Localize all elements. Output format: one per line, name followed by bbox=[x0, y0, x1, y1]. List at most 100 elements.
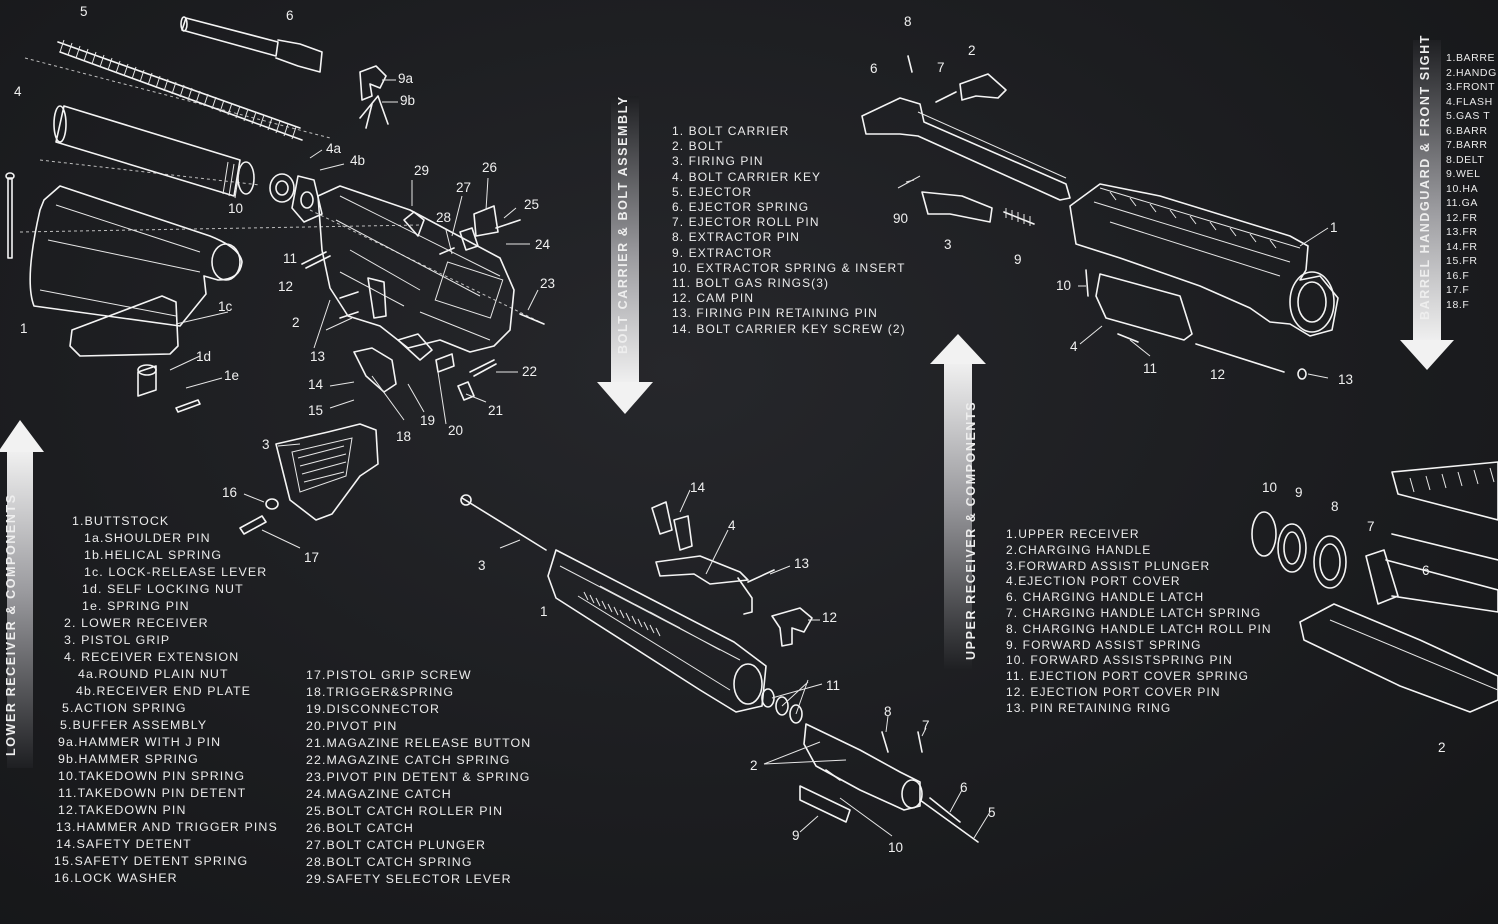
callout-number: 1 bbox=[540, 604, 548, 619]
parts-list-item: 9.WEL bbox=[1446, 168, 1481, 180]
barrel-section-arrow-icon bbox=[1400, 40, 1454, 370]
parts-list-item: 3.FORWARD ASSIST PLUNGER bbox=[1006, 558, 1211, 573]
parts-list-item: 3. PISTOL GRIP bbox=[64, 633, 171, 647]
callout-number: 11 bbox=[1143, 361, 1157, 376]
parts-list-item: 6.BARR bbox=[1446, 124, 1488, 137]
parts-list-item: 1a.SHOULDER PIN bbox=[84, 531, 211, 545]
callout-number: 5 bbox=[80, 4, 88, 19]
callout-number: 1d bbox=[196, 349, 211, 364]
callout-number: 13 bbox=[1338, 372, 1353, 387]
callout-number: 10 bbox=[888, 840, 903, 855]
parts-list-item: 1.BUTTSTOCK bbox=[72, 514, 170, 528]
parts-list-item: 10.HA bbox=[1446, 182, 1479, 195]
parts-list-item: 29.SAFETY SELECTOR LEVER bbox=[306, 872, 512, 886]
callout-number: 8 bbox=[904, 14, 912, 29]
parts-list-item: 8.DELT bbox=[1446, 153, 1485, 166]
callout-number: 10 bbox=[228, 201, 243, 216]
callout-number: 25 bbox=[524, 197, 539, 212]
parts-list-item: 19.DISCONNECTOR bbox=[306, 702, 441, 716]
parts-list-item: 11.GA bbox=[1446, 197, 1478, 209]
callout-number: 14 bbox=[690, 480, 706, 495]
upper-receiver-parts-drawing bbox=[861, 55, 1339, 380]
parts-list-item: 2.HANDG bbox=[1446, 66, 1497, 79]
callout-number: 15 bbox=[308, 403, 323, 418]
callout-number: 29 bbox=[414, 163, 429, 178]
parts-list-item: 21.MAGAZINE RELEASE BUTTON bbox=[306, 736, 532, 750]
callout-number: 7 bbox=[922, 718, 930, 733]
parts-list-item: 13. PIN RETAINING RING bbox=[1006, 700, 1172, 715]
callout-number: 4 bbox=[1070, 339, 1078, 354]
parts-list-item: 7.BARR bbox=[1446, 139, 1488, 151]
callout-number: 6 bbox=[960, 780, 968, 795]
upper-section-label: UPPER RECEIVER & COMPONENTS bbox=[964, 400, 978, 660]
lower-receiver-parts-drawing bbox=[5, 16, 545, 549]
parts-list-item: 14. BOLT CARRIER KEY SCREW (2) bbox=[672, 321, 906, 336]
callout-number: 24 bbox=[535, 237, 551, 252]
callout-number: 20 bbox=[448, 423, 463, 438]
parts-list-item: 10. FORWARD ASSISTSPRING PIN bbox=[1006, 653, 1233, 668]
parts-list-item: 8. EXTRACTOR PIN bbox=[672, 230, 801, 245]
parts-list-item: 9b.HAMMER SPRING bbox=[58, 752, 199, 766]
parts-list-item: 1.UPPER RECEIVER bbox=[1006, 527, 1140, 541]
parts-list-item: 24.MAGAZINE CATCH bbox=[306, 787, 452, 801]
parts-list-item: 4. RECEIVER EXTENSION bbox=[64, 650, 240, 664]
callout-number: 26 bbox=[482, 160, 497, 175]
parts-list-item: 15.SAFETY DETENT SPRING bbox=[54, 854, 249, 868]
parts-list-item: 23.PIVOT PIN DETENT & SPRING bbox=[306, 770, 531, 784]
callout-number: 4b bbox=[350, 153, 365, 168]
parts-list-item: 11. EJECTION PORT COVER SPRING bbox=[1006, 669, 1250, 684]
callout-number: 21 bbox=[488, 403, 503, 418]
callout-number: 5 bbox=[988, 805, 996, 820]
parts-list-item: 5. EJECTOR bbox=[672, 184, 753, 199]
parts-list-item: 25.BOLT CATCH ROLLER PIN bbox=[306, 804, 504, 818]
callout-number: 7 bbox=[1367, 519, 1375, 534]
parts-list-item: 17.F bbox=[1446, 284, 1470, 296]
parts-list-item: 13.FR bbox=[1446, 226, 1478, 238]
parts-list-item: 5.ACTION SPRING bbox=[62, 701, 187, 715]
callout-number: 4a bbox=[326, 141, 342, 156]
parts-list-item: 20.PIVOT PIN bbox=[306, 719, 398, 733]
callout-number: 9 bbox=[792, 828, 800, 843]
parts-list-item: 9. FORWARD ASSIST SPRING bbox=[1006, 637, 1202, 652]
parts-list-item: 10. EXTRACTOR SPRING & INSERT bbox=[672, 260, 906, 275]
parts-list-item: 7. CHARGING HANDLE LATCH SPRING bbox=[1006, 605, 1262, 620]
callout-number: 23 bbox=[540, 276, 555, 291]
parts-list-item: 1.BARRE bbox=[1446, 52, 1496, 64]
parts-list-item: 12.TAKEDOWN PIN bbox=[58, 803, 187, 817]
parts-list-item: 5.BUFFER ASSEMBLY bbox=[60, 718, 208, 732]
callout-number: 12 bbox=[1210, 367, 1225, 382]
callout-number: 22 bbox=[522, 364, 537, 379]
callout-number: 6 bbox=[286, 8, 294, 23]
callout-number: 18 bbox=[396, 429, 411, 444]
callout-number: 17 bbox=[304, 550, 319, 565]
callout-number: 2 bbox=[292, 315, 300, 330]
callout-number: 1 bbox=[1330, 220, 1338, 235]
bolt-section-arrow-icon bbox=[597, 96, 653, 414]
barrel-section-label: BARREL HANDGUARD & FRONT SIGHT bbox=[1418, 34, 1432, 320]
callout-number: 6 bbox=[870, 61, 878, 76]
callout-number: 2 bbox=[750, 758, 758, 773]
parts-list-item: 6. EJECTOR SPRING bbox=[672, 200, 810, 215]
parts-list-item: 5.GAS T bbox=[1446, 110, 1491, 122]
parts-list-item: 3. FIRING PIN bbox=[672, 154, 764, 169]
lower-section-label: LOWER RECEIVER & COMPONENTS bbox=[4, 493, 18, 756]
callout-number: 9 bbox=[1295, 485, 1303, 500]
callout-number: 13 bbox=[310, 349, 325, 364]
callout-number: 2 bbox=[968, 43, 976, 58]
parts-list-item: 4b.RECEIVER END PLATE bbox=[76, 684, 252, 698]
callout-number: 3 bbox=[944, 237, 952, 252]
parts-list-item: 6. CHARGING HANDLE LATCH bbox=[1006, 590, 1205, 605]
bolt-carrier-parts-drawing bbox=[460, 489, 991, 843]
callout-number: 16 bbox=[222, 485, 237, 500]
parts-list-item: 18.TRIGGER&SPRING bbox=[306, 685, 455, 699]
parts-list-item: 1d. SELF LOCKING NUT bbox=[82, 582, 244, 596]
callout-number: 27 bbox=[456, 180, 471, 195]
callout-number: 1 bbox=[20, 321, 28, 336]
